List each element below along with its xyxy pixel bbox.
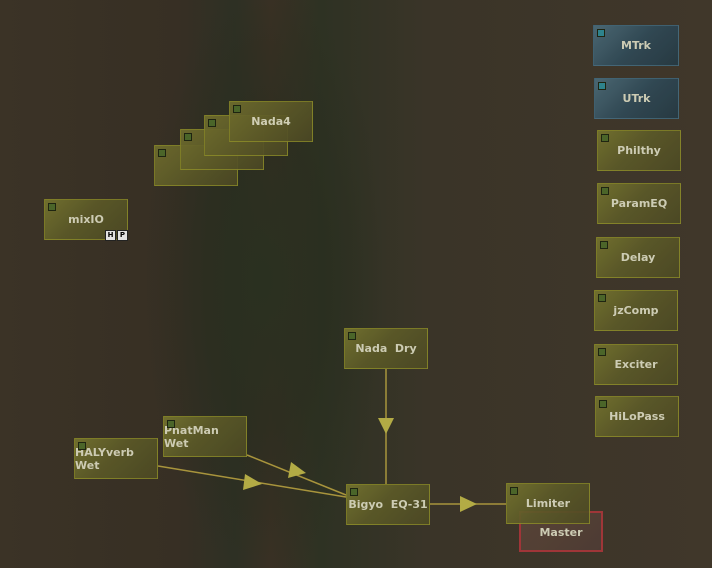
node-label: PhatMan Wet — [164, 423, 219, 450]
node-label: Master — [539, 526, 583, 539]
node-label: Limiter — [525, 497, 571, 510]
port-icon — [158, 149, 166, 157]
p-badge[interactable]: P — [117, 230, 128, 241]
port-icon — [510, 487, 518, 495]
port-icon — [48, 203, 56, 211]
node-nada-dry[interactable]: Nada Dry — [344, 328, 428, 369]
arrow-icon — [460, 496, 477, 512]
node-label: ParamEQ — [610, 197, 668, 210]
node-jzcomp[interactable]: jzComp — [594, 290, 678, 331]
port-icon — [208, 119, 216, 127]
h-badge[interactable]: H — [105, 230, 116, 241]
port-icon — [78, 442, 86, 450]
port-icon — [600, 241, 608, 249]
port-icon — [599, 400, 607, 408]
port-icon — [184, 133, 192, 141]
port-icon — [598, 348, 606, 356]
node-label: Nada4 — [251, 115, 291, 128]
node-label: MTrk — [621, 39, 651, 52]
node-mixio[interactable]: mixIO H P — [44, 199, 128, 241]
arrow-icon — [243, 474, 262, 490]
node-delay[interactable]: Delay — [596, 237, 680, 278]
node-label: Delay — [620, 251, 656, 264]
node-label: Exciter — [614, 358, 658, 371]
node-label: Philthy — [617, 144, 661, 157]
node-label: HiLoPass — [609, 410, 665, 423]
port-icon — [601, 134, 609, 142]
node-label: jzComp — [613, 304, 659, 317]
port-icon — [597, 29, 605, 37]
port-icon — [348, 332, 356, 340]
port-icon — [598, 294, 606, 302]
node-hilopass[interactable]: HiLoPass — [595, 396, 679, 437]
arrow-icon — [378, 418, 394, 434]
node-label: mixIO — [68, 213, 104, 226]
node-philthy[interactable]: Philthy — [597, 130, 681, 171]
node-label: Bigyo EQ-31 — [348, 498, 428, 511]
node-phatman-wet[interactable]: PhatMan Wet — [163, 416, 247, 457]
node-nada4[interactable]: Nada4 — [229, 101, 313, 142]
node-limiter[interactable]: Limiter — [506, 483, 590, 524]
node-parameq[interactable]: ParamEQ — [597, 183, 681, 224]
node-label: Nada Dry — [355, 342, 417, 355]
node-label: HALYverb Wet — [75, 445, 134, 472]
port-icon — [167, 420, 175, 428]
node-bigyo-eq31[interactable]: Bigyo EQ-31 — [346, 484, 430, 525]
node-exciter[interactable]: Exciter — [594, 344, 678, 385]
arrow-icon — [288, 462, 306, 478]
node-halyverb-wet[interactable]: HALYverb Wet — [74, 438, 158, 479]
port-icon — [350, 488, 358, 496]
port-icon — [233, 105, 241, 113]
node-utrk[interactable]: UTrk — [594, 78, 679, 119]
port-icon — [598, 82, 606, 90]
port-icon — [601, 187, 609, 195]
node-mtrk[interactable]: MTrk — [593, 25, 679, 66]
node-label: UTrk — [622, 92, 651, 105]
